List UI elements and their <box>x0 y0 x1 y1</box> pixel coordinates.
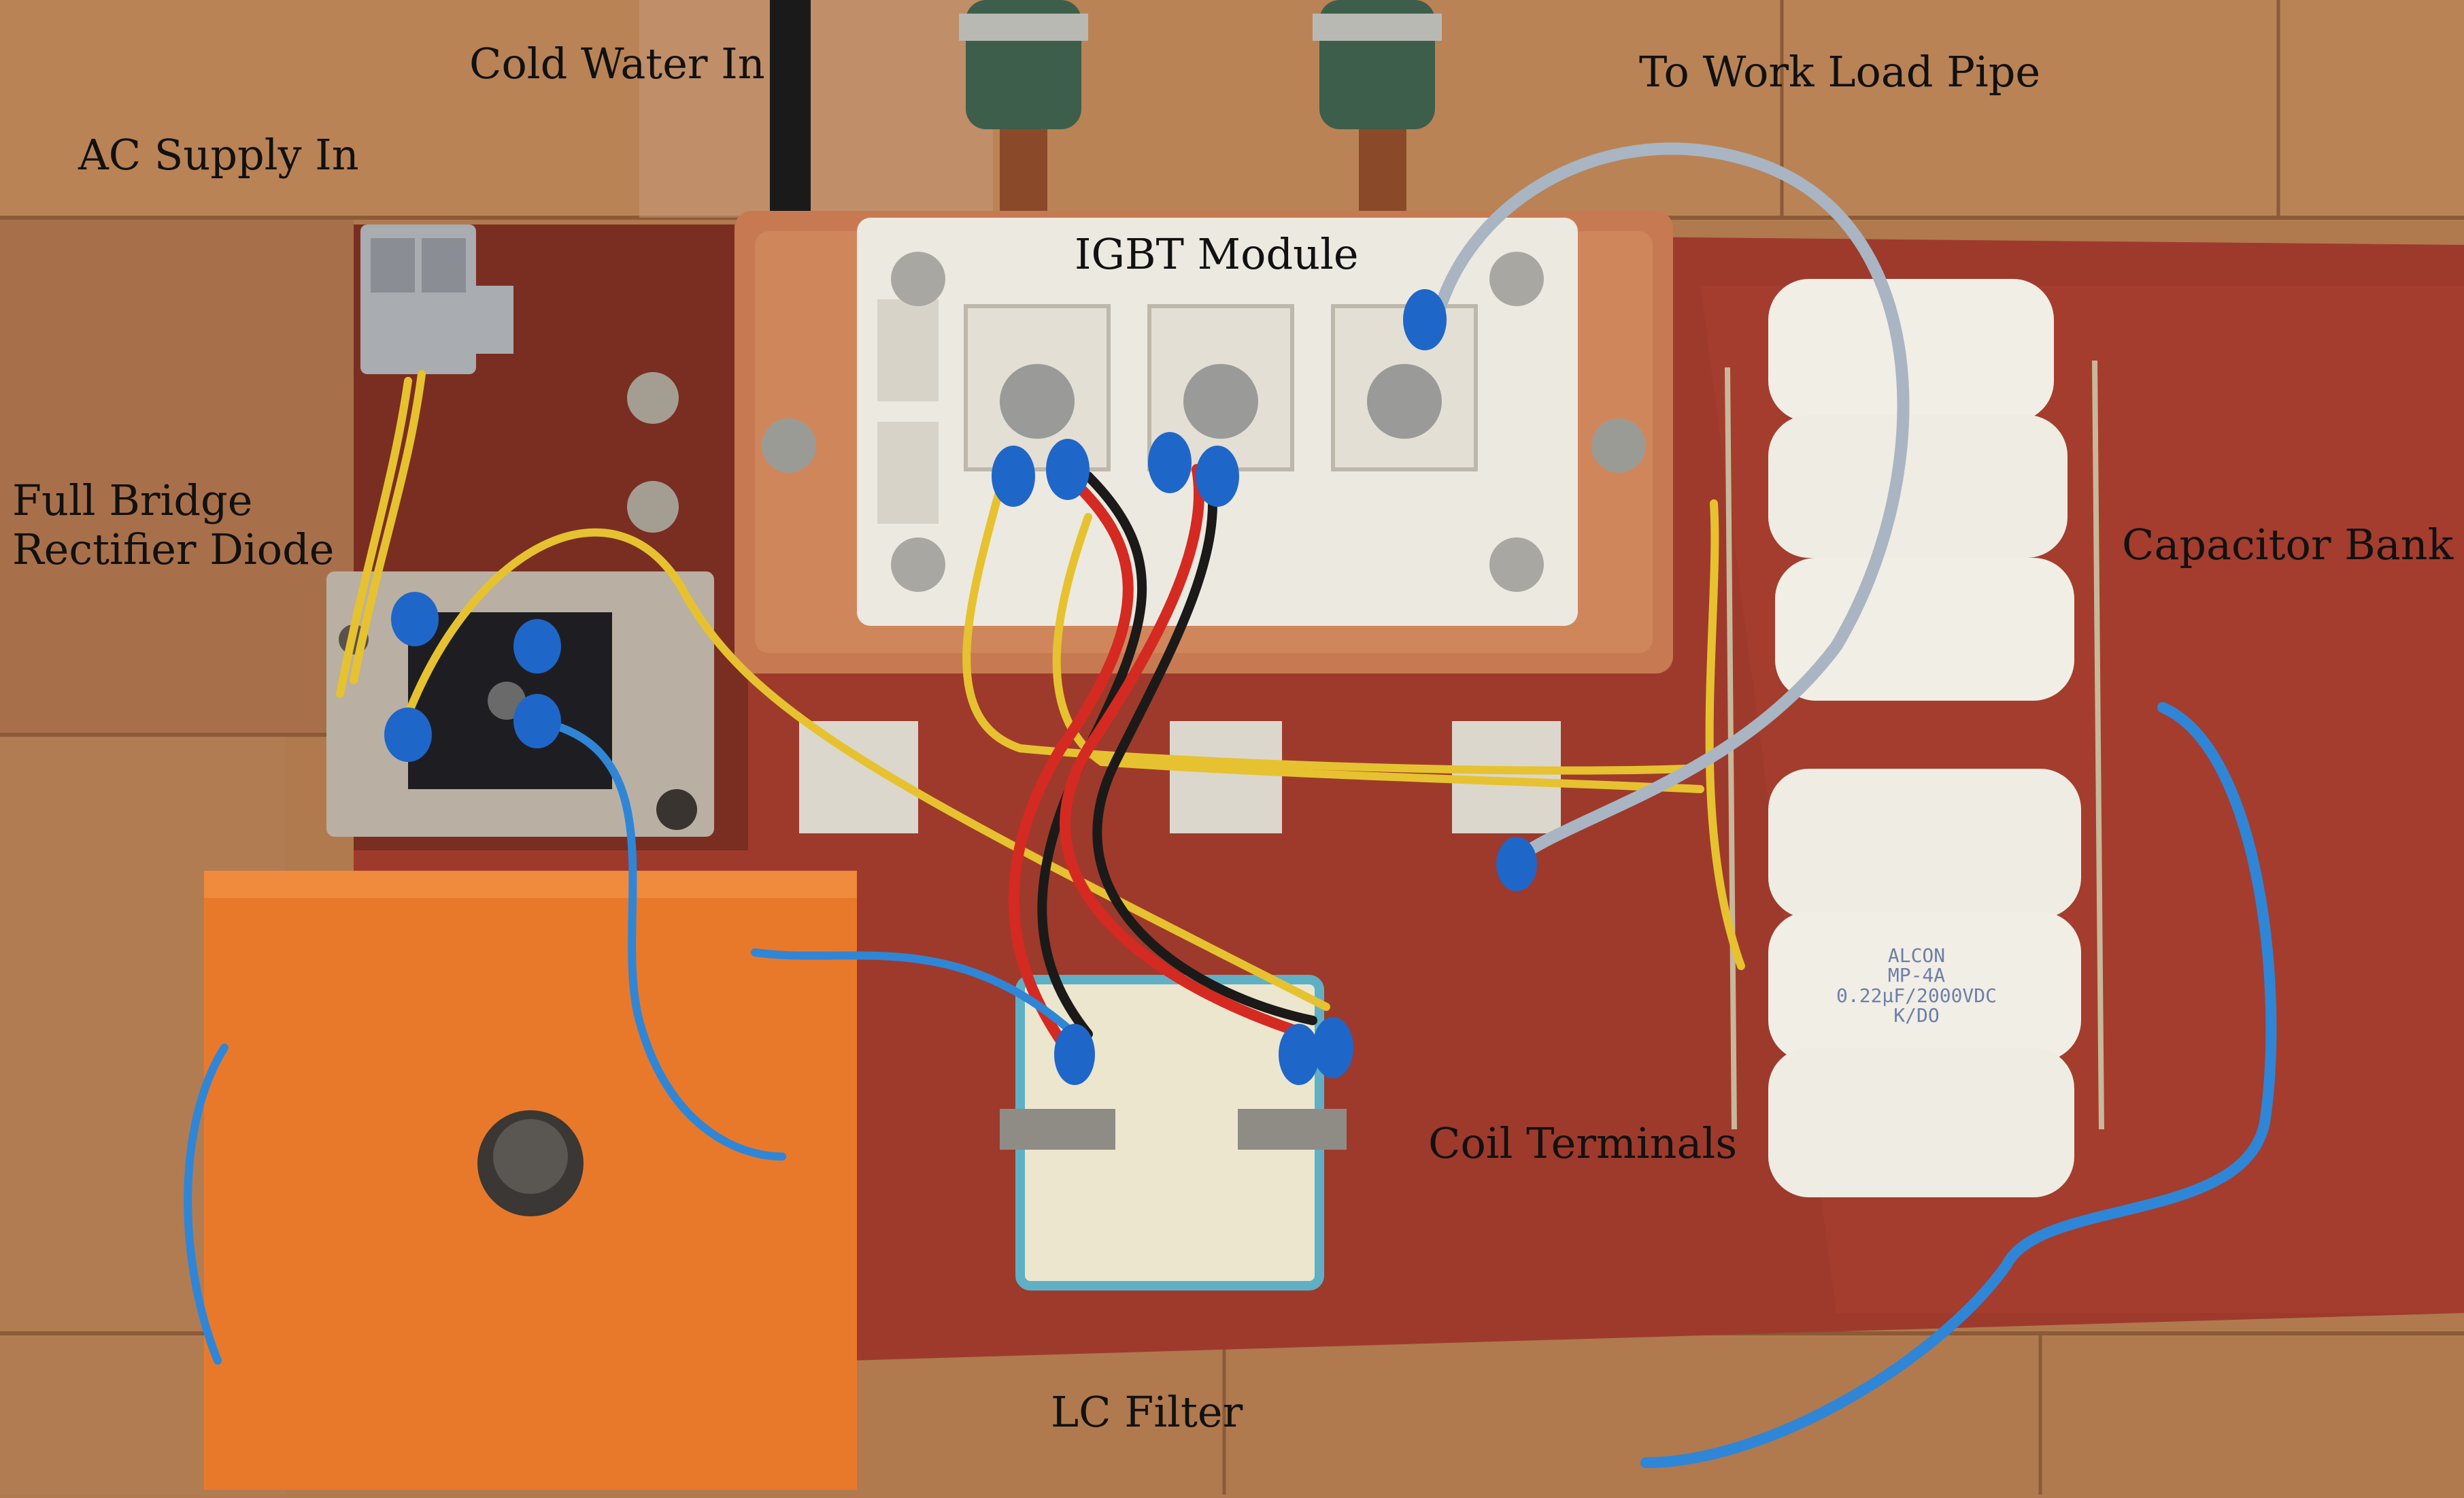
black-hose <box>770 0 811 211</box>
lc-filter-inductor <box>204 871 857 1490</box>
label-capacitor-bank: Capacitor Bank <box>2122 520 2454 569</box>
label-cold-water-in: Cold Water In <box>469 39 765 88</box>
label-coil-terminals: Coil Terminals <box>1428 1118 1738 1168</box>
label-lc-filter: LC Filter <box>1051 1387 1243 1437</box>
screw <box>627 372 679 424</box>
filter-capacitor <box>1000 975 1347 1291</box>
label-igbt-module: IGBT Module <box>1075 229 1359 279</box>
capacitor-code: K/DO <box>1893 1004 1940 1027</box>
capacitor-rating: 0.22µF/2000VDC <box>1836 984 1997 1007</box>
igbt-module <box>857 218 1578 626</box>
capacitor-model: MP-4A <box>1887 964 1946 987</box>
ac-terminal-block <box>360 224 513 374</box>
label-full-bridge: Full Bridge <box>12 476 253 525</box>
screw <box>627 481 679 533</box>
label-to-work-load-pipe: To Work Load Pipe <box>1639 47 2041 97</box>
crimp-terminals <box>384 289 1537 1085</box>
capacitor-brand: ALCON <box>1887 944 1946 967</box>
label-ac-supply-in: AC Supply In <box>78 130 359 180</box>
capacitor-marking: ALCON MP-4A 0.22µF/2000VDC K/DO <box>1836 946 1997 1026</box>
label-rectifier-diode: Rectifier Diode <box>12 525 335 574</box>
wiring <box>184 142 2277 1468</box>
